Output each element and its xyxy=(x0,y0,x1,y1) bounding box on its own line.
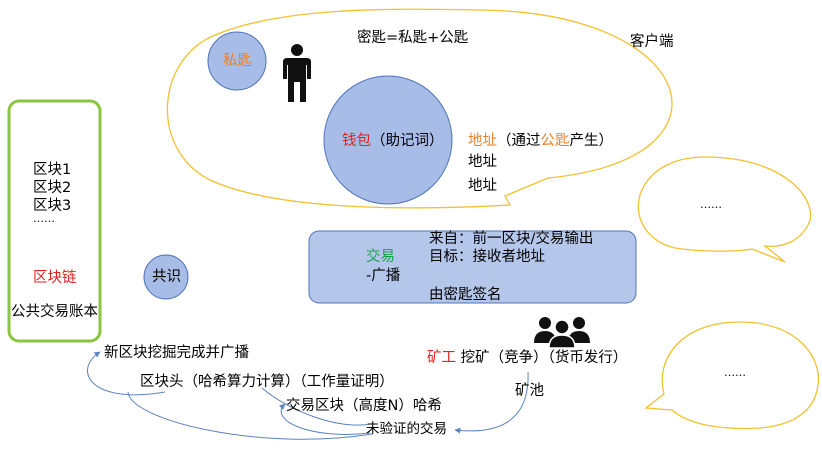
address-suffix: 产生） xyxy=(569,133,614,149)
right-top-bubble xyxy=(637,156,812,263)
transaction-target: 目标：接收者地址 xyxy=(429,249,545,265)
address-prefix: 地址 xyxy=(468,133,497,149)
client-bubble xyxy=(166,8,673,209)
block-3: 区块3 xyxy=(33,198,72,214)
address-mid: （通过 xyxy=(497,133,541,149)
wallet-sub: （助记词） xyxy=(371,133,444,149)
transaction-broadcast: -广播 xyxy=(366,268,401,284)
client-label: 客户端 xyxy=(630,34,674,50)
block-more: …… xyxy=(33,212,55,225)
address-line-3: 地址 xyxy=(468,178,497,194)
transaction-signed: 由密匙签名 xyxy=(429,287,502,303)
mining-pool-label: 矿池 xyxy=(515,383,544,399)
arrow-unverified-to-header xyxy=(127,391,373,440)
miner-desc: 挖矿（竞争）（货币发行） xyxy=(460,350,628,366)
arrow-header-to-newblock xyxy=(87,351,166,396)
miner-line: 矿工 挖矿（竞争）（货币发行） xyxy=(427,349,627,367)
right-top-ellipsis: …… xyxy=(700,198,722,211)
miners-group-icon xyxy=(534,317,590,349)
block-header-text: 区块头（哈希算力计算）（工作量证明） xyxy=(140,374,394,390)
arrow-unverified-to-txblock xyxy=(279,403,371,435)
consensus-circle xyxy=(143,254,189,300)
wallet-label: 钱包（助记词） xyxy=(342,132,444,150)
key-formula: 密匙=私匙+公匙 xyxy=(357,30,469,46)
block-1: 区块1 xyxy=(33,162,72,178)
address-line-2: 地址 xyxy=(468,154,497,170)
private-key-circle xyxy=(207,31,267,91)
wallet-circle xyxy=(323,75,453,205)
new-block-broadcast: 新区块挖掘完成并广播 xyxy=(104,345,249,361)
person-icon xyxy=(283,44,311,102)
consensus-label: 共识 xyxy=(152,269,181,285)
private-key-label: 私匙 xyxy=(223,53,252,69)
arrow-pool-to-unverified xyxy=(454,371,529,434)
right-bottom-bubble xyxy=(644,321,820,430)
wallet-main: 钱包 xyxy=(342,133,371,149)
ledger-box xyxy=(7,99,102,343)
transaction-from: 来自：前一区块/交易输出 xyxy=(429,231,594,247)
right-bottom-ellipsis: …… xyxy=(724,366,746,379)
unverified-tx: 未验证的交易 xyxy=(366,421,447,437)
transaction-box xyxy=(308,230,637,304)
block-2: 区块2 xyxy=(33,180,72,196)
public-ledger-caption: 公共交易账本 xyxy=(11,304,98,320)
tx-block-hash: 交易区块（高度N）哈希 xyxy=(286,398,442,414)
blockchain-title: 区块链 xyxy=(33,270,77,286)
address-line-1: 地址（通过公匙产生） xyxy=(468,132,613,150)
transaction-title: 交易 xyxy=(366,249,395,265)
arrow-txblock-to-header xyxy=(261,387,371,426)
public-key-highlight: 公匙 xyxy=(540,133,570,149)
miner-label: 矿工 xyxy=(427,350,456,366)
